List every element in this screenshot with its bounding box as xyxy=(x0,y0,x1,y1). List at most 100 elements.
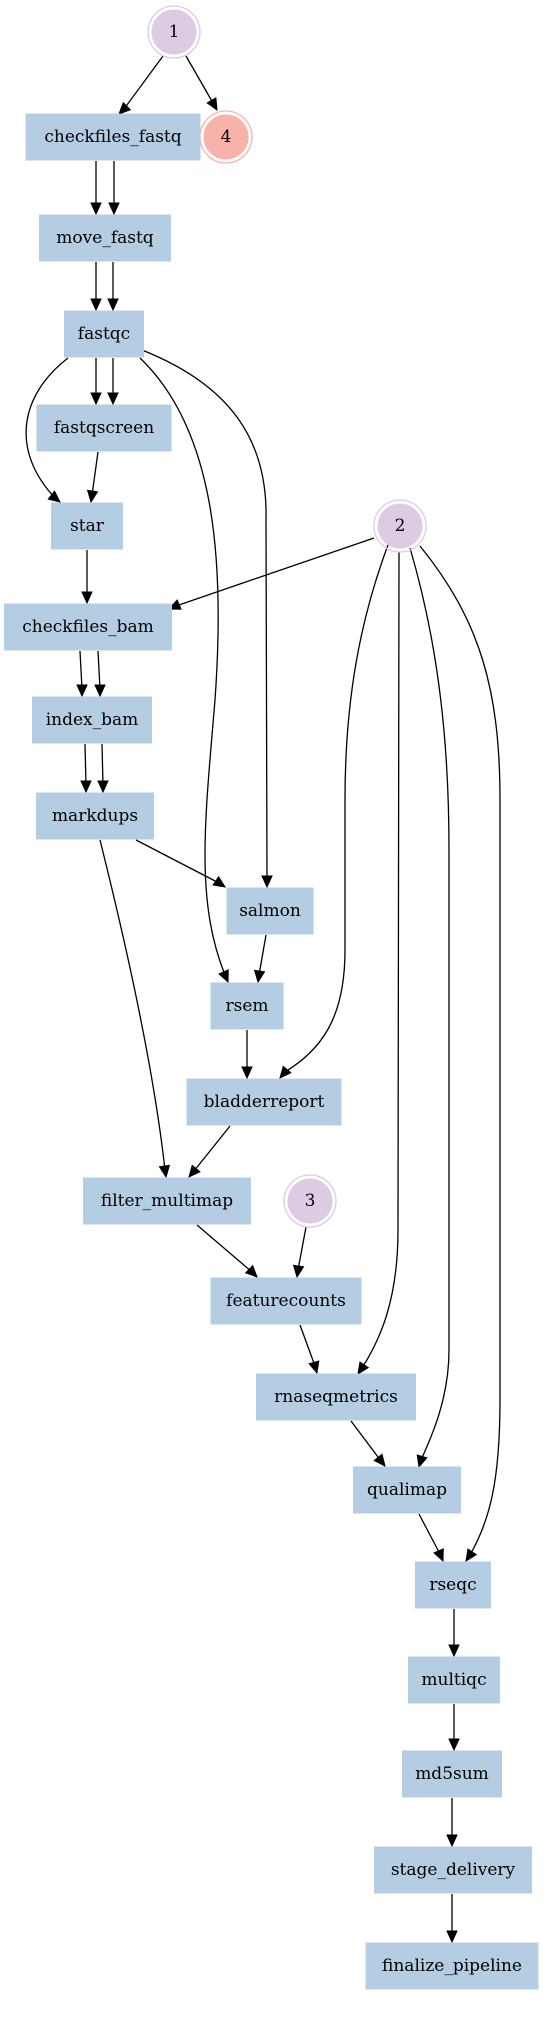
edge-n2-to-rseqc xyxy=(419,545,501,1563)
edge-move_fastq-to-fastqc xyxy=(107,262,119,312)
node-rnaseqmetrics[interactable]: rnaseqmetrics xyxy=(256,1373,416,1421)
node-label: rseqc xyxy=(429,1575,476,1595)
node-fastqc[interactable]: fastqc xyxy=(64,310,144,358)
arrowhead-icon xyxy=(465,1548,478,1563)
node-label: bladderreport xyxy=(204,1092,325,1112)
node-checkfiles-fastq[interactable]: checkfiles_fastq xyxy=(25,113,201,161)
edge-featurecounts-to-rnaseqmetrics xyxy=(299,1324,320,1375)
arrowhead-icon xyxy=(373,1453,386,1467)
node-index-bam[interactable]: index_bam xyxy=(32,696,152,744)
node-n3[interactable]: 3 xyxy=(283,1174,337,1228)
node-label: fastqscreen xyxy=(54,418,154,438)
edge-line xyxy=(299,1324,316,1367)
edge-line xyxy=(97,650,101,690)
node-n4[interactable]: 4 xyxy=(199,110,253,164)
edge-fastqc-to-fastqscreen xyxy=(90,358,102,406)
node-rseqc[interactable]: rseqc xyxy=(415,1561,491,1609)
rule-box xyxy=(210,1277,362,1325)
edge-line xyxy=(258,934,267,976)
node-star[interactable]: star xyxy=(51,502,123,550)
edge-filter_multimap-to-featurecounts xyxy=(196,1224,258,1278)
arrowhead-icon xyxy=(47,490,61,503)
edge-line xyxy=(79,650,83,690)
rule-box xyxy=(83,1177,251,1225)
rule-box xyxy=(51,502,123,550)
rule-box xyxy=(64,310,144,358)
rule-box xyxy=(210,982,284,1030)
node-markdups[interactable]: markdups xyxy=(36,792,154,840)
node-label: finalize_pipeline xyxy=(382,1956,522,1976)
edge-fastqc-to-star xyxy=(25,357,69,503)
edge-multiqc-to-md5sum xyxy=(448,1704,460,1752)
node-label: checkfiles_fastq xyxy=(44,127,181,147)
edge-n2-to-qualimap xyxy=(409,547,450,1469)
edge-n1-to-checkfiles_fastq xyxy=(118,55,164,115)
node-salmon[interactable]: salmon xyxy=(226,887,314,935)
node-outer-ring xyxy=(283,1174,337,1228)
edge-line xyxy=(409,547,450,1461)
arrowhead-icon xyxy=(206,97,218,112)
arrowhead-icon xyxy=(357,1361,370,1376)
edge-index_bam-to-markdups xyxy=(80,743,92,794)
arrowhead-icon xyxy=(158,1164,171,1179)
edge-move_fastq-to-fastqc xyxy=(90,262,102,312)
edge-markdups-to-salmon xyxy=(135,839,227,888)
edge-checkfiles_bam-to-index_bam xyxy=(94,650,106,698)
node-label: multiqc xyxy=(421,1670,486,1690)
edge-line xyxy=(193,1125,231,1172)
edge-line xyxy=(123,55,164,110)
edge-line xyxy=(99,839,166,1171)
arrowhead-icon xyxy=(433,1548,444,1563)
edge-checkfiles_fastq-to-move_fastq xyxy=(90,161,102,216)
node-rsem[interactable]: rsem xyxy=(210,982,284,1030)
node-checkfiles-bam[interactable]: checkfiles_bam xyxy=(4,603,172,651)
arrowhead-icon xyxy=(218,969,229,984)
arrowhead-icon xyxy=(97,780,109,794)
arrowhead-icon xyxy=(188,1164,201,1178)
rule-box xyxy=(4,603,172,651)
edge-checkfiles_bam-to-index_bam xyxy=(76,650,88,698)
rule-box xyxy=(39,214,171,262)
node-md5sum[interactable]: md5sum xyxy=(402,1750,502,1798)
node-filter-multimap[interactable]: filter_multimap xyxy=(83,1177,251,1225)
node-featurecounts[interactable]: featurecounts xyxy=(210,1277,362,1325)
node-fastqscreen[interactable]: fastqscreen xyxy=(36,404,172,452)
rule-box xyxy=(374,1846,532,1894)
edge-n1-to-n4 xyxy=(185,55,218,112)
node-inner-circle xyxy=(287,1178,333,1224)
node-n1[interactable]: 1 xyxy=(147,5,201,59)
node-label: 1 xyxy=(169,22,180,42)
edge-rnaseqmetrics-to-qualimap xyxy=(350,1420,386,1467)
rule-box xyxy=(365,1942,539,1990)
node-move-fastq[interactable]: move_fastq xyxy=(39,214,171,262)
node-qualimap[interactable]: qualimap xyxy=(353,1466,461,1514)
node-multiqc[interactable]: multiqc xyxy=(408,1656,500,1704)
edge-fastqc-to-fastqscreen xyxy=(107,358,119,406)
node-label: fastqc xyxy=(78,324,130,344)
arrowhead-icon xyxy=(292,1264,305,1279)
edge-n2-to-rnaseqmetrics xyxy=(357,551,400,1376)
edge-fastqscreen-to-star xyxy=(86,451,99,504)
edge-star-to-checkfiles_bam xyxy=(81,550,93,605)
edge-line xyxy=(141,349,268,881)
edge-line xyxy=(25,357,69,499)
arrowhead-icon xyxy=(94,684,106,698)
node-outer-ring xyxy=(147,5,201,59)
node-label: move_fastq xyxy=(56,228,154,248)
node-n2[interactable]: 2 xyxy=(373,499,427,553)
arrowhead-icon xyxy=(446,1834,458,1848)
node-inner-circle xyxy=(151,9,197,55)
node-bladderreport[interactable]: bladderreport xyxy=(186,1078,342,1126)
edge-fastqc-to-salmon xyxy=(141,349,273,889)
arrowhead-icon xyxy=(261,875,273,889)
arrowhead-icon xyxy=(241,1066,253,1080)
rule-box xyxy=(408,1656,500,1704)
node-label: 4 xyxy=(221,127,232,147)
edge-line xyxy=(84,743,87,786)
node-stage-delivery[interactable]: stage_delivery xyxy=(374,1846,532,1894)
edge-salmon-to-rsem xyxy=(253,934,267,984)
node-finalize-pipeline[interactable]: finalize_pipeline xyxy=(365,1942,539,1990)
node-label: rnaseqmetrics xyxy=(274,1387,398,1407)
